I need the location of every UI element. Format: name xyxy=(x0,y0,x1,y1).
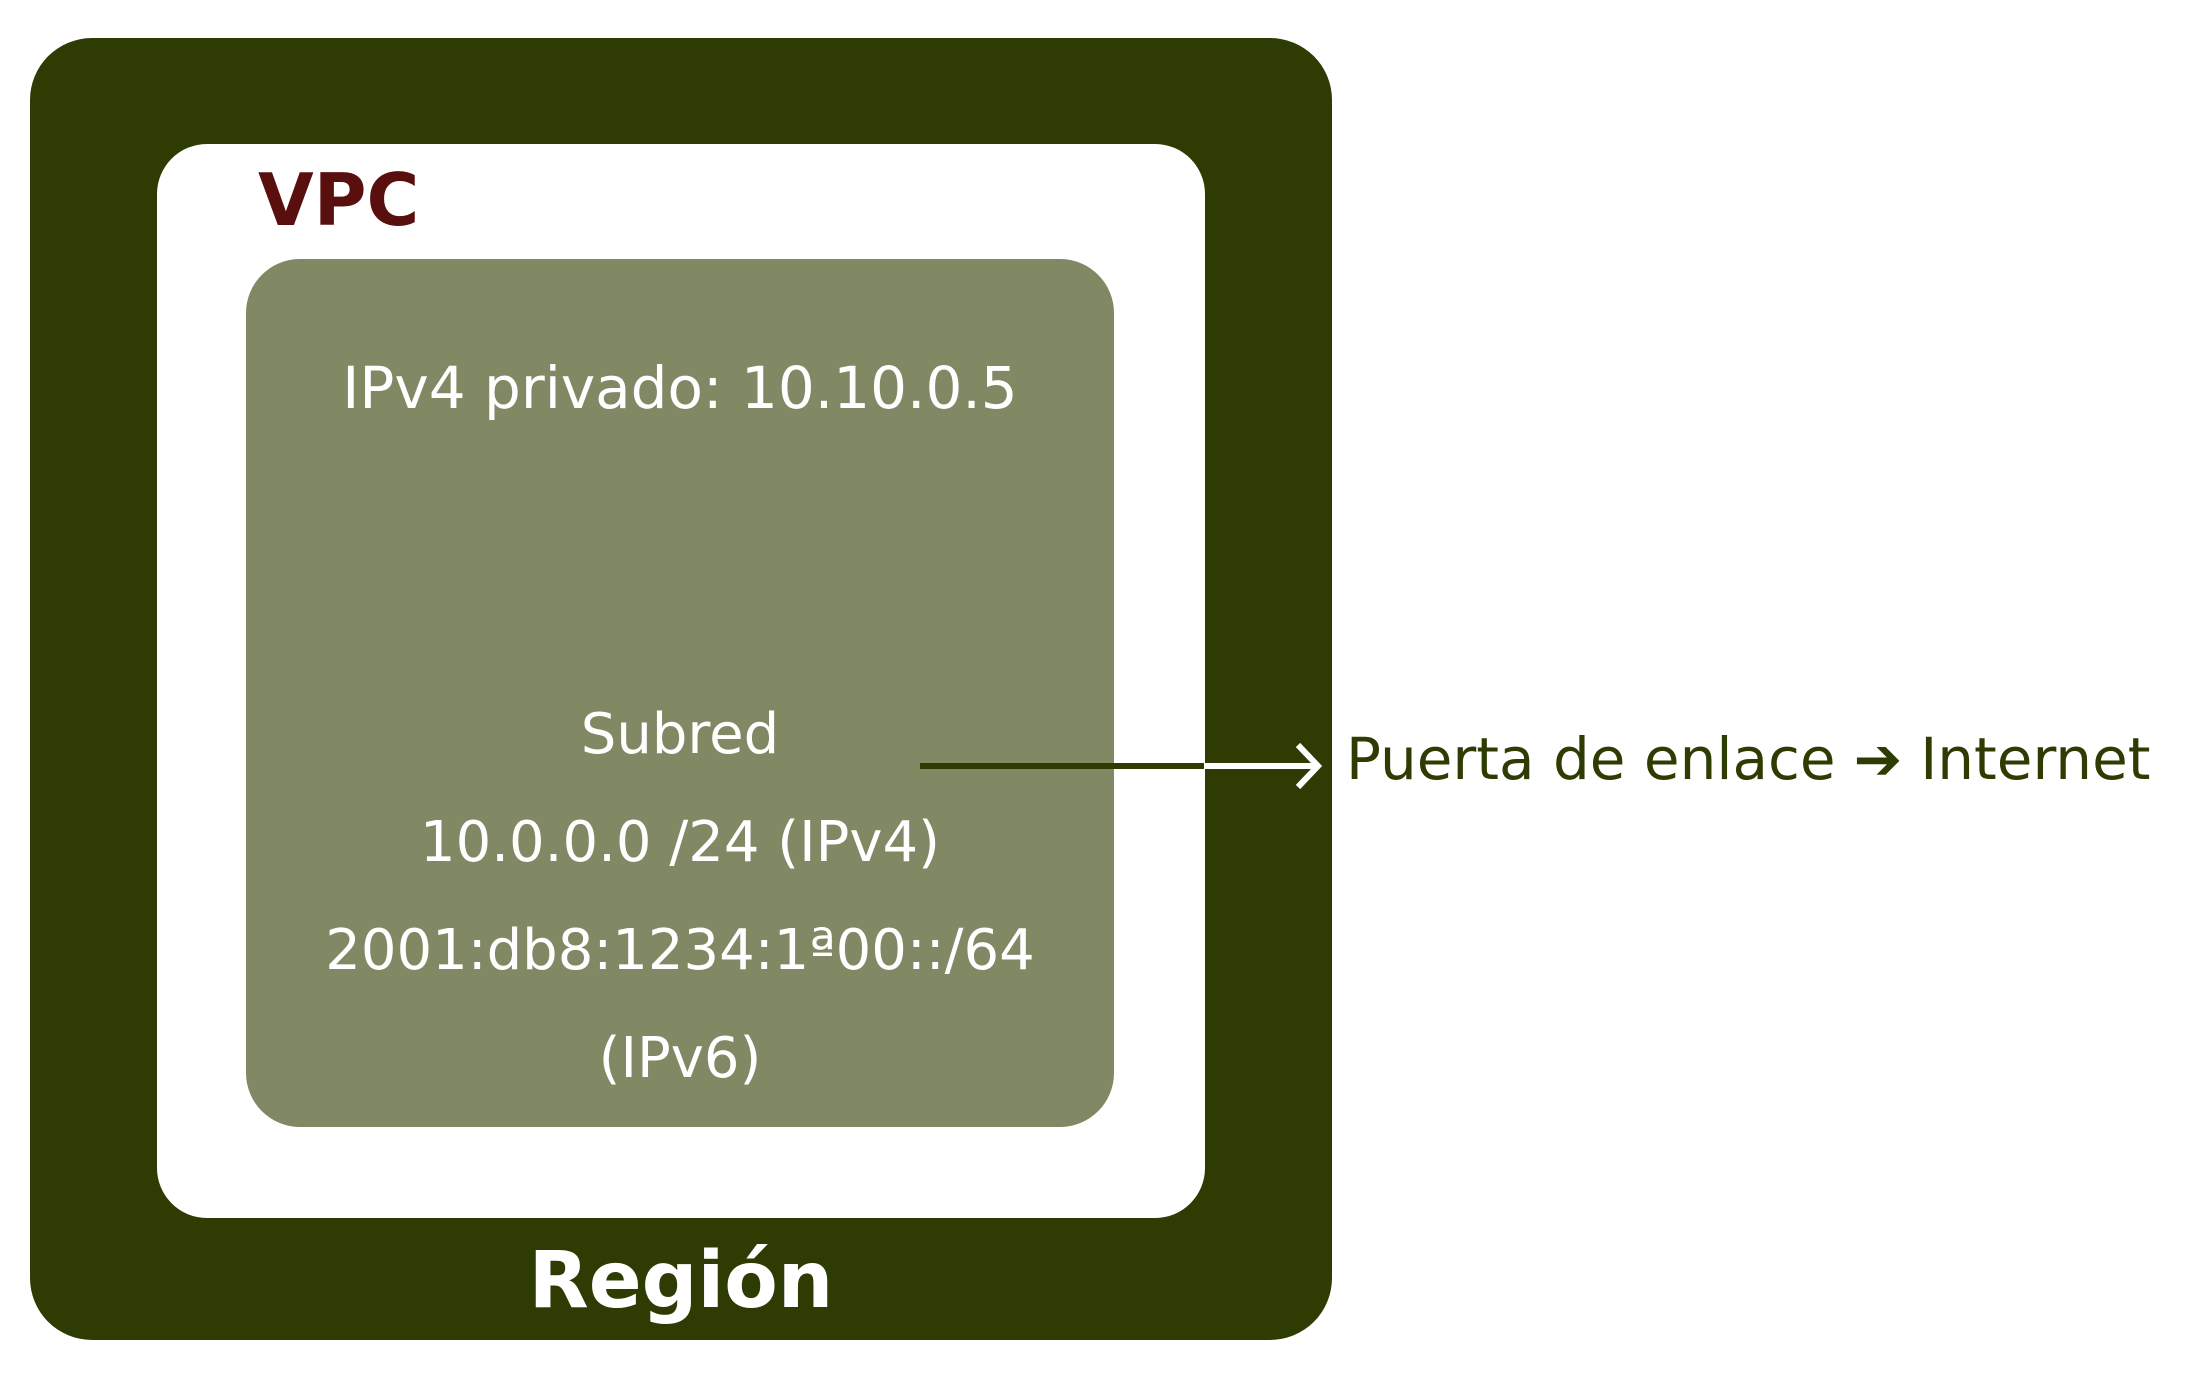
region-box: VPC IPv4 privado: 10.10.0.5 Subred 10.0.… xyxy=(30,38,1332,1340)
subnet-details: Subred 10.0.0.0 /24 (IPv4) 2001:db8:1234… xyxy=(246,681,1114,1113)
subnet-box: IPv4 privado: 10.10.0.5 Subred 10.0.0.0 … xyxy=(246,259,1114,1127)
subnet-ipv6-suffix: (IPv6) xyxy=(598,1026,762,1091)
internet-label: Internet xyxy=(1920,725,2151,793)
gateway-path: Puerta de enlace➔Internet xyxy=(1346,730,2151,788)
arrow-right-icon: ➔ xyxy=(1853,725,1903,793)
subnet-title: Subred xyxy=(580,702,780,767)
region-label: Región xyxy=(528,1236,834,1326)
vpc-label: VPC xyxy=(258,158,420,242)
subnet-ipv4-cidr: 10.0.0.0 /24 (IPv4) xyxy=(419,810,941,875)
vpc-box: VPC IPv4 privado: 10.10.0.5 Subred 10.0.… xyxy=(157,144,1205,1218)
subnet-ipv6-cidr: 2001:db8:1234:1ª00::/64 xyxy=(325,918,1035,983)
gateway-label: Puerta de enlace xyxy=(1346,725,1836,793)
private-ip-label: IPv4 privado: 10.10.0.5 xyxy=(342,354,1018,422)
